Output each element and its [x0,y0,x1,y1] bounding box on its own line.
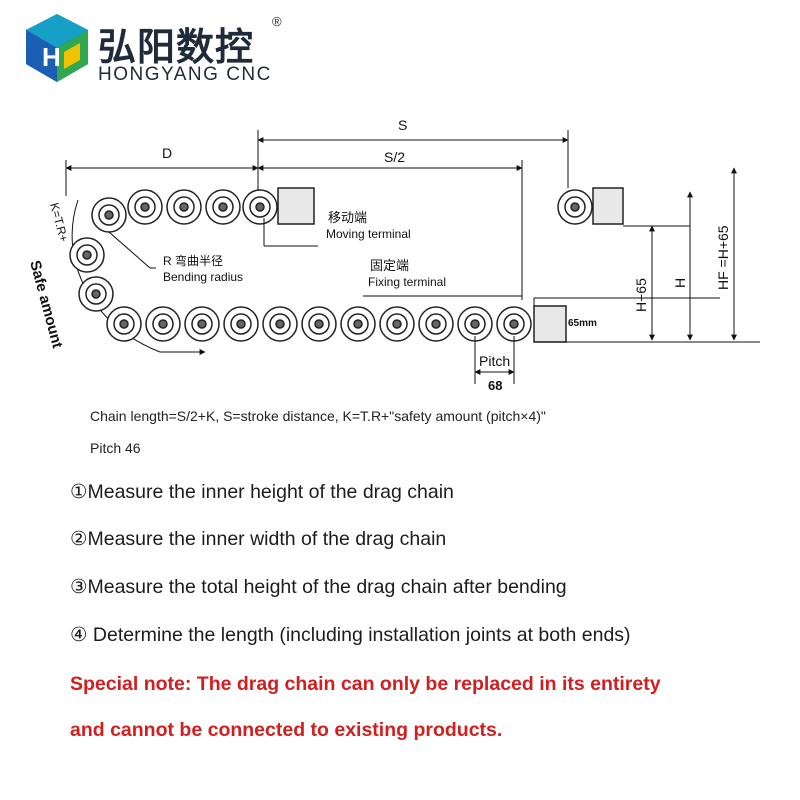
chain-length-formula: Chain length=S/2+K, S=stroke distance, K… [90,408,546,424]
pitch-note: Pitch 46 [90,440,141,456]
step-4: ④ Determine the length (including instal… [70,624,631,646]
label-65mm: 65mm [568,318,597,329]
moving-end-chain-head [557,189,593,225]
registered-mark: ® [272,14,282,29]
brand-logo-icon: H [26,14,88,82]
fixing-terminal-en: Fixing terminal [368,275,446,289]
moving-terminal-cn: 移动端 [328,210,367,225]
drag-chain-diagram: S S/2 D H−6 [26,117,760,393]
step-1: ①Measure the inner height of the drag ch… [70,481,454,503]
label-s-half: S/2 [384,149,405,165]
safe-amount-formula: K=T.R+ [47,201,71,243]
lower-chain-row [106,306,532,342]
label-s: S [398,117,407,133]
special-note-line-1: Special note: The drag chain can only be… [70,673,661,695]
bending-radius-cn: R 弯曲半径 [163,253,223,268]
fixing-terminal-bracket [533,305,567,343]
brand-name-cn: 弘阳数控 [98,25,255,69]
svg-text:H: H [42,42,61,72]
moving-terminal-en: Moving terminal [326,227,411,241]
bending-radius-en: Bending radius [163,270,243,284]
label-h-minus-65: H−65 [633,278,649,312]
label-d: D [162,145,172,161]
pitch-value: 68 [488,378,502,393]
brand-name-en: HONGYANG CNC [98,64,272,85]
fixing-terminal-cn: 固定端 [370,258,409,273]
step-3: ③Measure the total height of the drag ch… [70,576,567,598]
upper-chain-row [69,189,278,312]
moving-terminal-bracket [277,187,315,225]
pitch-label: Pitch [479,353,510,369]
label-hf: HF =H+65 [715,225,731,290]
special-note-line-2: and cannot be connected to existing prod… [70,719,503,741]
label-h: H [672,278,688,288]
safe-amount-label: Safe amount [26,259,66,350]
step-2: ②Measure the inner width of the drag cha… [70,528,447,550]
